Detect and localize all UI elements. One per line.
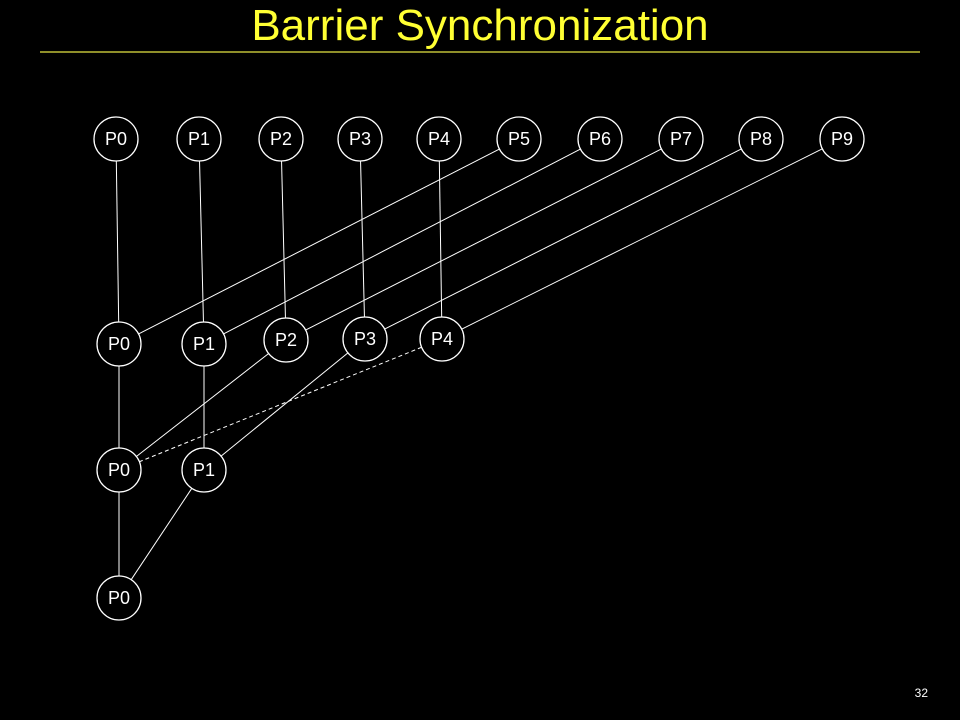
edge-p9-to-p4-level1	[461, 148, 823, 330]
node-circle	[337, 116, 383, 162]
node-label: P6	[589, 129, 611, 149]
node-label: P1	[188, 129, 210, 149]
node-label: P0	[108, 334, 130, 354]
node-label: P7	[670, 129, 692, 149]
node-circle	[658, 116, 704, 162]
node-circle	[96, 321, 142, 367]
edge-p1-to-p1-level1	[199, 160, 204, 323]
slide-title: Barrier Synchronization	[251, 1, 709, 50]
node-level0-p6: P6	[577, 116, 623, 162]
node-level0-p0: P0	[93, 116, 139, 162]
node-label: P0	[105, 129, 127, 149]
node-label: P4	[431, 329, 453, 349]
node-circle	[258, 116, 304, 162]
node-label: P5	[508, 129, 530, 149]
node-level1-p0: P0	[96, 321, 142, 367]
node-label: P1	[193, 334, 215, 354]
node-level0-p8: P8	[738, 116, 784, 162]
node-circle	[496, 116, 542, 162]
node-label: P8	[750, 129, 772, 149]
node-circle	[342, 316, 388, 362]
node-label: P4	[428, 129, 450, 149]
edge-p6-to-p1-level1	[223, 148, 581, 335]
node-level2-p0: P0	[96, 447, 142, 493]
node-circle	[819, 116, 865, 162]
node-label: P9	[831, 129, 853, 149]
node-label: P3	[349, 129, 371, 149]
node-circle	[577, 116, 623, 162]
node-circle	[96, 575, 142, 621]
edge-p0-to-p0-level1	[115, 160, 120, 323]
node-circle	[181, 447, 227, 493]
node-level0-p9: P9	[819, 116, 865, 162]
edge-p4-to-p4-level1	[438, 160, 443, 318]
edge-p3-to-p1-level2	[220, 352, 349, 457]
edge-p5-to-p0-level1	[138, 148, 500, 335]
node-circle	[176, 116, 222, 162]
node-label: P1	[193, 460, 215, 480]
node-circle	[181, 321, 227, 367]
node-level2-p1: P1	[181, 447, 227, 493]
edge-p7-to-p2-level1	[305, 148, 662, 331]
node-level1-p1: P1	[181, 321, 227, 367]
node-label: P2	[275, 330, 297, 350]
edge-p8-to-p3-level1	[384, 148, 742, 330]
node-level0-p2: P2	[258, 116, 304, 162]
node-level1-p3: P3	[342, 316, 388, 362]
node-level3-p0: P0	[96, 575, 142, 621]
page-number: 32	[914, 686, 928, 700]
edge-p2-to-p0-level2	[136, 353, 269, 457]
node-level0-p1: P1	[176, 116, 222, 162]
node-circle	[93, 116, 139, 162]
node-label: P3	[354, 329, 376, 349]
node-level0-p5: P5	[496, 116, 542, 162]
edge-p4-to-p0-level2	[139, 346, 422, 463]
node-label: P0	[108, 460, 130, 480]
node-circle	[419, 316, 465, 362]
diagram-edges	[115, 148, 823, 580]
node-level0-p3: P3	[337, 116, 383, 162]
node-level1-p2: P2	[263, 317, 309, 363]
node-circle	[416, 116, 462, 162]
node-circle	[738, 116, 784, 162]
node-level0-p4: P4	[416, 116, 462, 162]
node-label: P0	[108, 588, 130, 608]
node-circle	[96, 447, 142, 493]
title-divider	[40, 51, 920, 53]
node-level0-p7: P7	[658, 116, 704, 162]
edge-p2-to-p2-level1	[281, 160, 286, 319]
node-level1-p4: P4	[419, 316, 465, 362]
node-label: P2	[270, 129, 292, 149]
edge-p1-to-p0-level3	[130, 488, 193, 580]
node-circle	[263, 317, 309, 363]
edge-p3-to-p3-level1	[360, 160, 365, 318]
